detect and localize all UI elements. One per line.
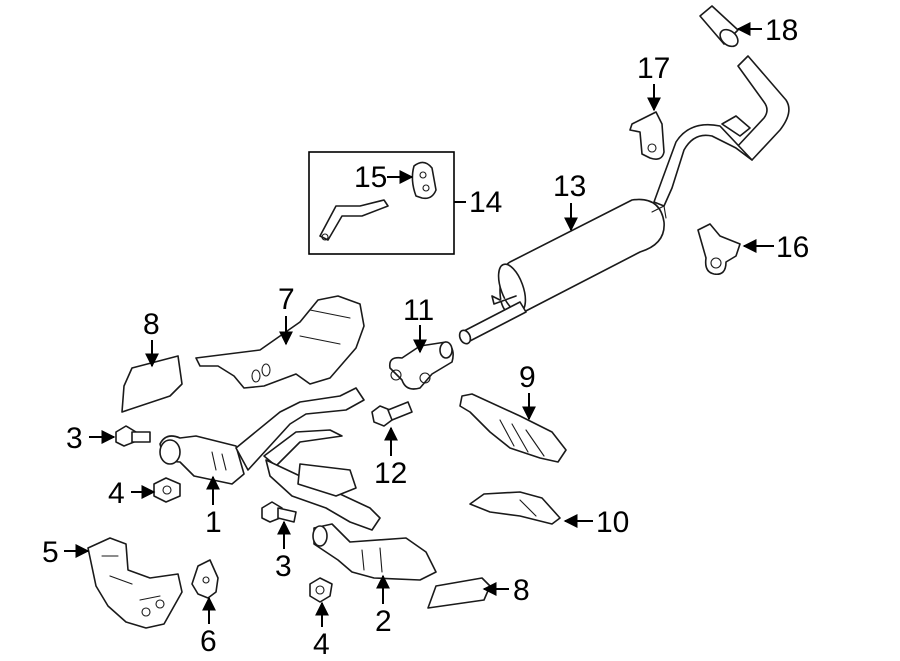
callout-12: 12 xyxy=(374,457,407,490)
part-9-heat-shield xyxy=(459,393,567,463)
part-15-rubber-insulator xyxy=(411,161,437,200)
part-12-bolt xyxy=(371,401,413,427)
callout-4-lower: 4 xyxy=(313,628,330,661)
part-18-exhaust-tip xyxy=(699,5,739,48)
callout-7: 7 xyxy=(278,283,295,316)
part-8-heat-shield-lower xyxy=(427,577,491,609)
callout-10: 10 xyxy=(596,506,629,539)
part-8-heat-shield-upper xyxy=(121,355,183,413)
callout-11: 11 xyxy=(403,294,434,327)
part-1-catalytic-converter xyxy=(159,387,381,531)
callout-18: 18 xyxy=(765,14,798,47)
callout-15: 15 xyxy=(354,161,387,194)
callout-13: 13 xyxy=(553,170,586,203)
callout-9: 9 xyxy=(519,361,536,394)
callout-14: 14 xyxy=(469,186,502,219)
part-4-nut-upper xyxy=(153,477,181,503)
callout-leaders xyxy=(64,22,774,627)
part-16-hanger-bracket xyxy=(697,223,741,276)
callout-16: 16 xyxy=(776,231,809,264)
part-14-hanger-rod xyxy=(319,199,389,241)
part-3-bolt-lower xyxy=(261,501,297,523)
callout-6: 6 xyxy=(200,625,217,658)
part-10-heat-shield xyxy=(469,491,561,525)
callout-2: 2 xyxy=(375,605,392,638)
callout-8-lower: 8 xyxy=(513,574,530,607)
callout-3-upper: 3 xyxy=(66,422,83,455)
callout-17: 17 xyxy=(637,52,670,85)
part-6-bracket xyxy=(191,559,219,599)
callout-3-lower: 3 xyxy=(275,550,292,583)
part-5-mount-bracket xyxy=(87,537,183,629)
part-17-hanger-bracket xyxy=(629,111,665,160)
part-4-nut-lower xyxy=(309,577,333,603)
part-13-muffler-tailpipe xyxy=(458,55,790,345)
callout-8-upper: 8 xyxy=(143,308,160,341)
part-2-catalytic-converter xyxy=(312,523,437,581)
callout-1: 1 xyxy=(205,506,222,539)
callout-4-upper: 4 xyxy=(108,477,125,510)
part-3-bolt-upper xyxy=(115,425,151,447)
callout-5: 5 xyxy=(42,536,59,569)
part-11-flange-clamp xyxy=(388,341,454,390)
